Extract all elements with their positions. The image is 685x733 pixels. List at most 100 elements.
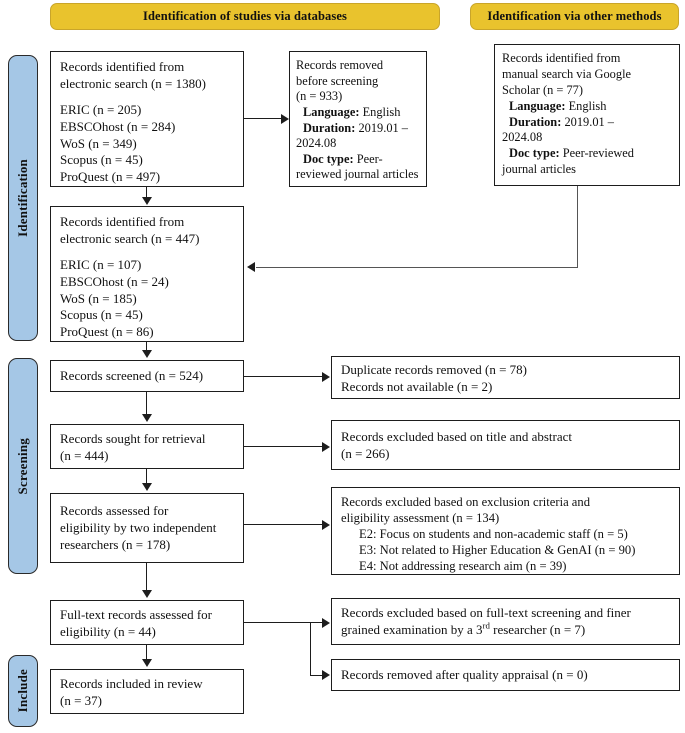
box-line: Records excluded based on title and abst… [341, 429, 573, 444]
doctype-value: Peer- [356, 151, 383, 166]
box-line: Records not available (n = 2) [341, 378, 493, 394]
box-line: (n = 37) [60, 692, 102, 708]
duration-value: 2019.01 – [358, 120, 408, 135]
phase-bar-identification: Identification [8, 55, 38, 341]
connector-identified1-to-identified2 [146, 187, 148, 198]
box-line-doctype-cont: reviewed journal articles [296, 167, 419, 182]
connector-screened-to-sought [146, 392, 148, 415]
connector-screened-to-duplicates [244, 376, 323, 378]
source-line: Scopus (n = 45) [60, 152, 143, 168]
box-duplicate-records-removed: Duplicate records removed (n = 78) Recor… [331, 356, 680, 399]
connector-assessed-to-excluded-criteria [244, 524, 323, 526]
arrowhead-left [247, 262, 255, 272]
box-line: Records identified from [60, 59, 185, 74]
box-excluded-title-abstract: Records excluded based on title and abst… [331, 420, 680, 470]
box-line-doctype: Doc type: Peer- [296, 152, 421, 168]
box-line: Records screened (n = 524) [60, 368, 204, 384]
source-line: EBSCOhost (n = 284) [60, 118, 176, 134]
phase-label: Include [15, 669, 30, 713]
exclusion-reason: E4: Not addressing research aim (n = 39) [359, 558, 567, 573]
box-records-removed-before-screening: Records removed before screening (n = 93… [289, 51, 427, 187]
box-fulltext-records-assessed: Full-text records assessed for eligibili… [50, 600, 244, 645]
box-line: (n = 933) [296, 89, 343, 104]
connector-fulltext-to-excluded [310, 622, 323, 624]
box-line: (n = 266) [341, 445, 390, 461]
duration-value: 2019.01 – [564, 114, 614, 129]
box-line: electronic search (n = 1380) [60, 75, 206, 91]
arrowhead-right [281, 113, 289, 124]
arrowhead-down [142, 590, 152, 598]
source-line: WoS (n = 349) [60, 135, 137, 151]
box-records-sought-for-retrieval: Records sought for retrieval (n = 444) [50, 424, 244, 469]
phase-label: Screening [15, 437, 30, 495]
connector-manual-left [256, 266, 578, 268]
box-line: manual search via Google [502, 66, 632, 81]
phase-bar-include: Include [8, 655, 38, 727]
source-line: WoS (n = 185) [60, 290, 137, 306]
connector-branch-to-removed-quality [310, 674, 323, 676]
arrowhead-down [142, 350, 152, 358]
banner-identification-databases: Identification of studies via databases [50, 3, 440, 30]
connector-assessed-to-fulltext [146, 563, 148, 591]
box-line: electronic search (n = 447) [60, 230, 200, 246]
exclusion-reason: E3: Not related to Higher Education & Ge… [359, 542, 636, 557]
duration-label: Duration: [303, 120, 356, 135]
box-line: Records removed [296, 58, 384, 72]
connector-fulltext-to-included [146, 645, 148, 660]
box-line: eligibility assessment (n = 134) [341, 510, 500, 525]
arrowhead-right [322, 519, 330, 530]
doctype-label: Doc type: [509, 146, 560, 161]
spacer [60, 93, 235, 102]
spacer [60, 248, 235, 257]
connector-fulltext-right [244, 622, 311, 624]
language-label: Language: [303, 104, 360, 119]
language-label: Language: [509, 98, 566, 113]
ordinal-suffix: rd [482, 620, 490, 631]
box-excluded-fulltext-screening: Records excluded based on full-text scre… [331, 598, 680, 645]
box-line-duration: Duration: 2019.01 – [296, 121, 421, 137]
box-line: (n = 444) [60, 447, 109, 463]
box-records-included-in-review: Records included in review (n = 37) [50, 669, 244, 714]
source-line: ERIC (n = 205) [60, 101, 142, 117]
box-line: Records identified from [60, 214, 185, 229]
duration-label: Duration: [509, 114, 562, 129]
box-line: Records excluded based on exclusion crit… [341, 495, 590, 509]
box-line-language: Language: English [296, 105, 421, 121]
source-line: ERIC (n = 107) [60, 256, 142, 272]
banner-label: Identification via other methods [487, 9, 662, 23]
phase-label: Identification [15, 159, 30, 237]
box-line: before screening [296, 73, 379, 88]
source-line: EBSCOhost (n = 24) [60, 273, 169, 289]
box-line: Records assessed for [60, 503, 169, 518]
doctype-value: Peer-reviewed [562, 146, 635, 161]
arrowhead-down [142, 414, 152, 422]
connector-identified2-to-screened [146, 342, 148, 351]
connector-fulltext-branch-down [310, 622, 312, 675]
phase-bar-screening: Screening [8, 358, 38, 574]
box-excluded-exclusion-criteria: Records excluded based on exclusion crit… [331, 487, 680, 575]
fulltext-line2-pre: grained examination by a 3 [341, 621, 483, 637]
box-line-duration-cont: 2024.08 [296, 136, 337, 151]
box-line-doctype-cont: journal articles [502, 162, 576, 177]
arrowhead-right [322, 371, 330, 382]
box-line-language: Language: English [502, 99, 674, 115]
box-records-screened: Records screened (n = 524) [50, 360, 244, 392]
banner-label: Identification of studies via databases [143, 9, 347, 23]
box-records-assessed-eligibility: Records assessed for eligibility by two … [50, 493, 244, 563]
connector-sought-to-excluded-title [244, 446, 323, 448]
exclusion-reason: E2: Focus on students and non-academic s… [359, 526, 628, 541]
box-line-duration-cont: 2024.08 [502, 130, 543, 145]
source-line: Scopus (n = 45) [60, 307, 143, 323]
connector-identified1-to-removed [244, 118, 282, 120]
box-line: Scholar (n = 77) [502, 82, 583, 97]
box-line-ordinal: grained examination by a 3rd researcher … [341, 620, 671, 639]
box-line: Records identified from [502, 51, 621, 65]
box-records-identified-databases-1: Records identified from electronic searc… [50, 51, 244, 187]
doctype-label: Doc type: [303, 151, 354, 166]
box-line: Records sought for retrieval [60, 431, 206, 446]
box-line: eligibility (n = 44) [60, 623, 156, 639]
arrowhead-right [322, 617, 330, 628]
arrowhead-down [142, 483, 152, 491]
box-line: researchers (n = 178) [60, 536, 171, 552]
